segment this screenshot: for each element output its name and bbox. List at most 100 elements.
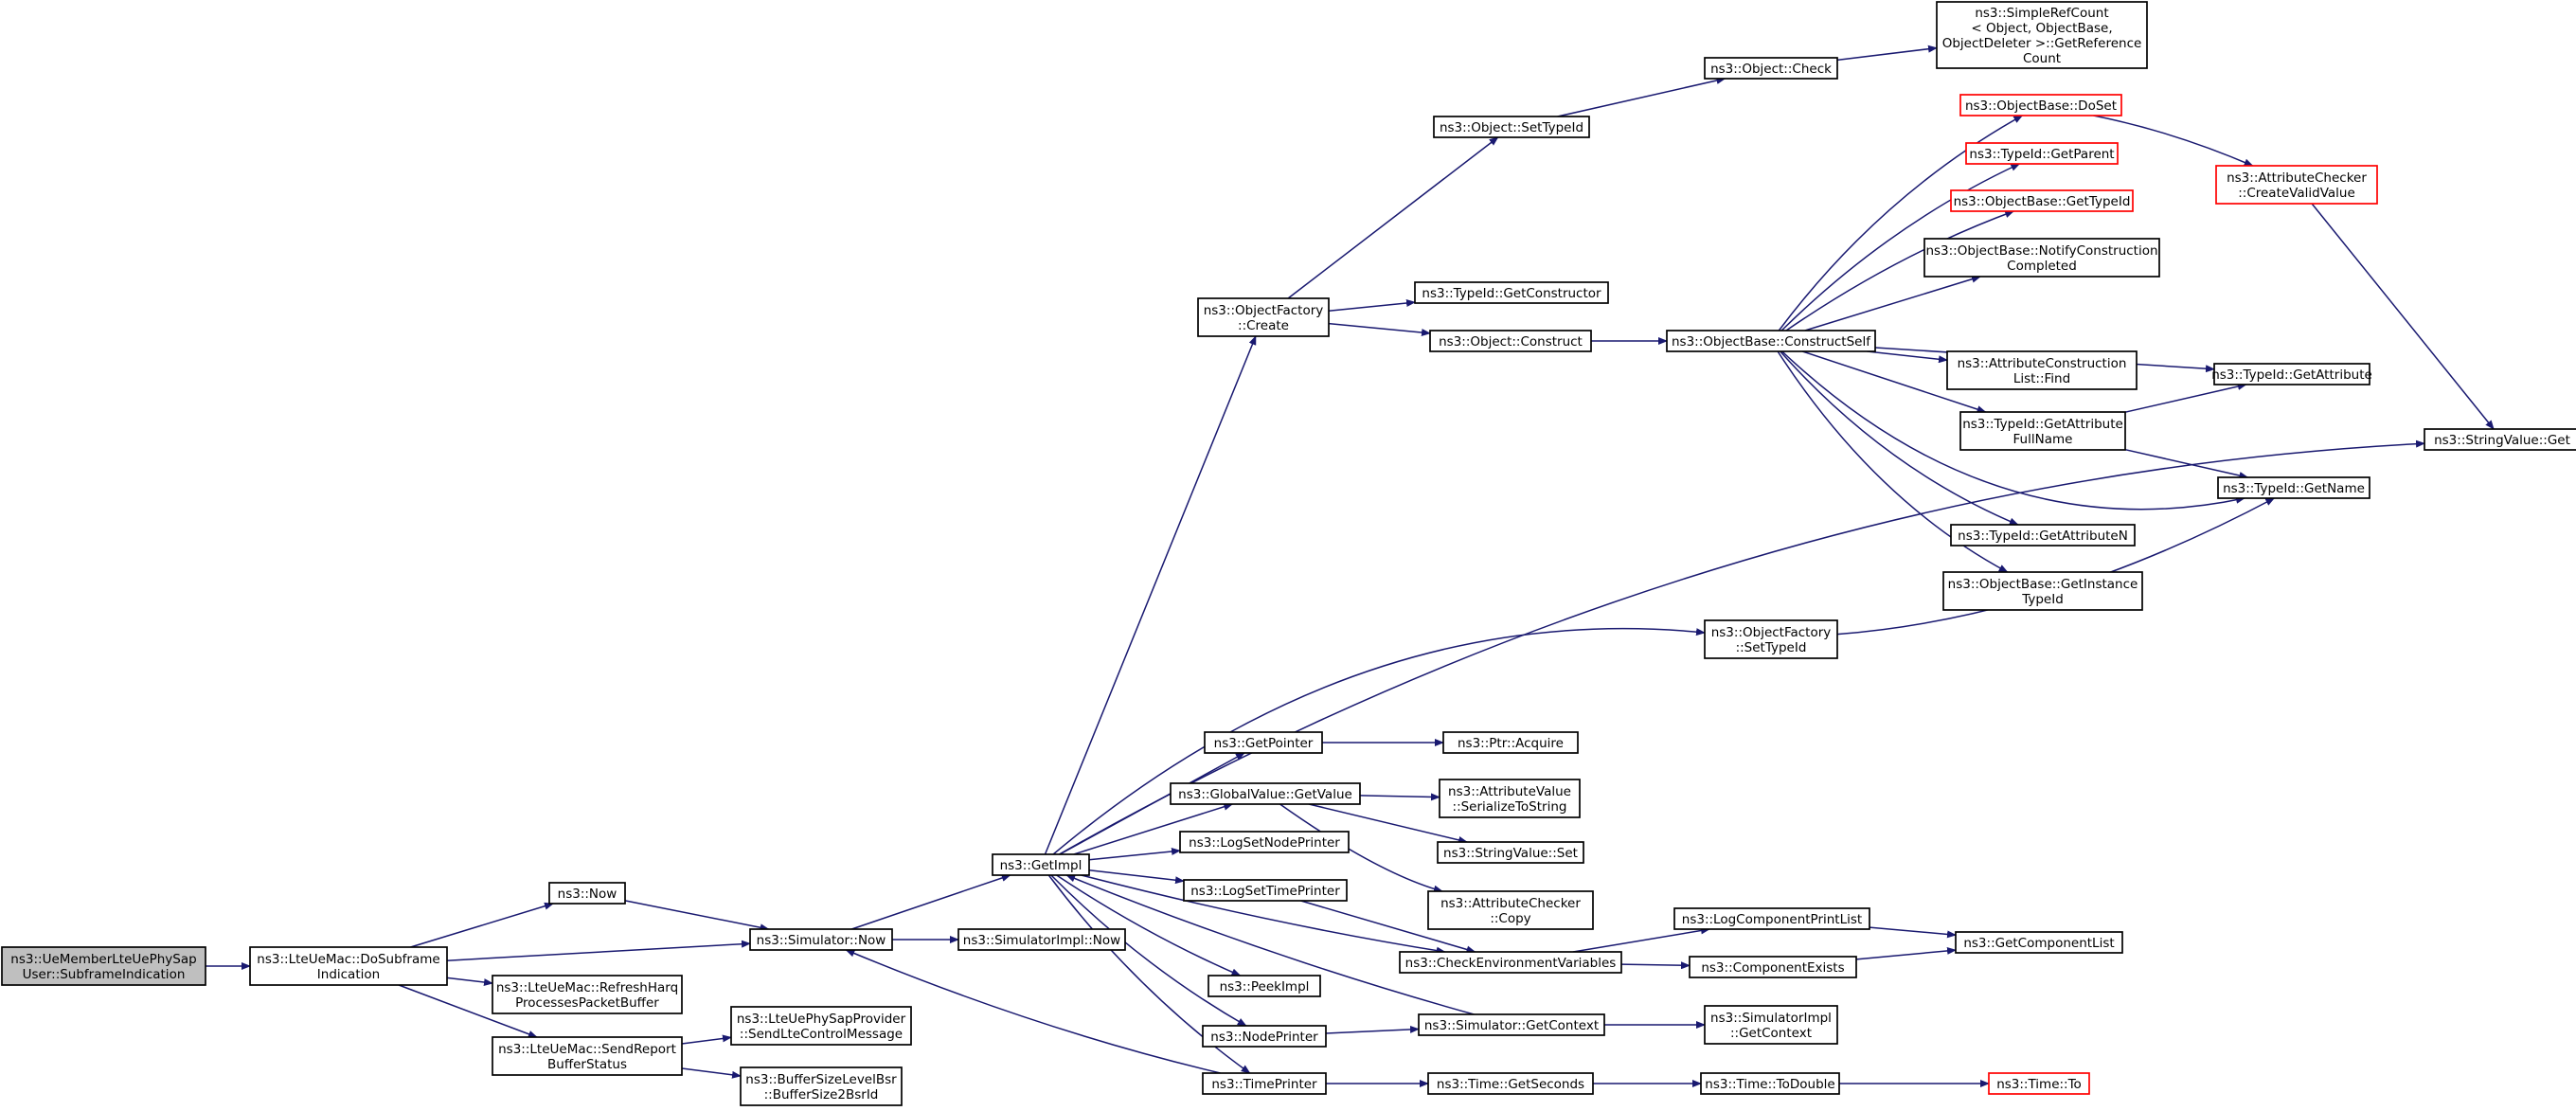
node-time_to_double[interactable]: ns3::Time::ToDouble xyxy=(1700,1072,1840,1095)
node-simimpl_get_context[interactable]: ns3::SimulatorImpl::GetContext xyxy=(1704,1005,1838,1045)
node-box xyxy=(1959,411,2126,451)
node-box xyxy=(1965,142,2119,165)
node-ptr_acquire[interactable]: ns3::Ptr::Acquire xyxy=(1442,731,1579,754)
node-label: ns3::AttributeChecker xyxy=(1440,896,1581,911)
node-box xyxy=(1427,890,1594,930)
node-node_printer[interactable]: ns3::NodePrinter xyxy=(1202,1025,1327,1048)
node-sv_set[interactable]: ns3::StringValue::Set xyxy=(1437,841,1584,864)
node-type_get_constructor[interactable]: ns3::TypeId::GetConstructor xyxy=(1414,281,1609,304)
edge-ob_construct_self-to-ob_notify xyxy=(1804,275,1981,332)
node-box xyxy=(1202,1072,1327,1095)
node-ob_construct_self[interactable]: ns3::ObjectBase::ConstructSelf xyxy=(1666,330,1876,352)
edge-simulator_now-to-get_impl xyxy=(851,874,1011,930)
node-gv_get_value[interactable]: ns3::GlobalValue::GetValue xyxy=(1170,782,1361,805)
node-subframe_indication[interactable]: ns3::UeMemberLteUePhySapUser::SubframeIn… xyxy=(1,946,206,986)
edge-type_get_attr_full-to-type_get_name xyxy=(2124,448,2249,479)
node-now[interactable]: ns3::Now xyxy=(548,882,626,905)
node-label: ns3::CheckEnvironmentVariables xyxy=(1405,956,1617,971)
node-buffer_size[interactable]: ns3::BufferSizeLevelBsr::BufferSize2BsrI… xyxy=(740,1066,903,1106)
node-obj_construct[interactable]: ns3::Object::Construct xyxy=(1429,330,1592,352)
node-log_set_time[interactable]: ns3::LogSetTimePrinter xyxy=(1183,879,1348,902)
node-box xyxy=(740,1066,903,1106)
edge-obj_check-to-simple_ref xyxy=(1836,45,1938,62)
edge-ob_construct_self-to-type_get_name xyxy=(1781,350,2245,511)
node-box xyxy=(548,882,626,905)
node-label: ::SetTypeId xyxy=(1736,640,1807,655)
node-box xyxy=(730,1006,912,1046)
edge-do_subframe_indication-to-refresh_harq xyxy=(446,977,493,987)
node-label: Completed xyxy=(2007,259,2077,274)
node-label: ns3::AttributeConstruction xyxy=(1958,356,2127,371)
node-label: ns3::LogComponentPrintList xyxy=(1682,912,1862,927)
node-get_pointer[interactable]: ns3::GetPointer xyxy=(1204,731,1323,754)
node-label: ns3::LogSetTimePrinter xyxy=(1190,884,1340,899)
node-ac_copy[interactable]: ns3::AttributeChecker::Copy xyxy=(1427,890,1594,930)
node-type_get_attribute[interactable]: ns3::TypeId::GetAttribute xyxy=(2211,363,2372,385)
node-label: ns3::TypeId::GetConstructor xyxy=(1422,286,1601,301)
node-time_get_seconds[interactable]: ns3::Time::GetSeconds xyxy=(1427,1072,1594,1095)
node-av_serialize[interactable]: ns3::AttributeValue::SerializeToString xyxy=(1439,779,1581,818)
node-label: ns3::Object::Check xyxy=(1710,62,1832,77)
node-of_set_type_id[interactable]: ns3::ObjectFactory::SetTypeId xyxy=(1704,619,1838,659)
node-label: TypeId xyxy=(2021,592,2064,607)
edge-of_create-to-type_get_constructor xyxy=(1328,299,1416,312)
node-box xyxy=(1437,841,1584,864)
edge-get_impl-to-peek_impl xyxy=(1056,874,1242,977)
node-obj_set_type_id[interactable]: ns3::Object::SetTypeId xyxy=(1433,116,1590,138)
node-of_create[interactable]: ns3::ObjectFactory::Create xyxy=(1197,297,1330,337)
node-ob_get_type_id[interactable]: ns3::ObjectBase::GetTypeId xyxy=(1950,189,2134,212)
node-refresh_harq[interactable]: ns3::LteUeMac::RefreshHarqProcessesPacke… xyxy=(492,975,683,1014)
node-box xyxy=(2215,165,2378,205)
node-log_comp_print[interactable]: ns3::LogComponentPrintList xyxy=(1673,907,1870,930)
node-ob_notify[interactable]: ns3::ObjectBase::NotifyConstructionCompl… xyxy=(1923,238,2160,278)
node-ob_do_set[interactable]: ns3::ObjectBase::DoSet xyxy=(1959,94,2122,116)
node-label: ns3::ObjectBase::NotifyConstruction xyxy=(1925,243,2157,259)
node-ac_create_valid[interactable]: ns3::AttributeChecker::CreateValidValue xyxy=(2215,165,2378,205)
node-peek_impl[interactable]: ns3::PeekImpl xyxy=(1208,975,1321,997)
node-sv_get[interactable]: ns3::StringValue::Get xyxy=(2424,428,2576,451)
edge-ob_construct_self-to-acl_find xyxy=(1867,350,1948,364)
node-time_to[interactable]: ns3::Time::To xyxy=(1988,1072,2090,1095)
node-label: ns3::Time::To xyxy=(1996,1077,2082,1092)
node-label: Indication xyxy=(317,967,380,982)
node-type_get_name[interactable]: ns3::TypeId::GetName xyxy=(2217,476,2370,499)
node-obj_check[interactable]: ns3::Object::Check xyxy=(1704,57,1838,80)
node-check_env[interactable]: ns3::CheckEnvironmentVariables xyxy=(1399,951,1622,974)
node-time_printer[interactable]: ns3::TimePrinter xyxy=(1202,1072,1327,1095)
edge-do_subframe_indication-to-now xyxy=(410,902,554,948)
node-type_get_attr_n[interactable]: ns3::TypeId::GetAttributeN xyxy=(1950,524,2136,547)
node-box xyxy=(957,928,1126,951)
node-box xyxy=(992,853,1090,876)
node-box xyxy=(1,946,206,986)
edge-ob_construct_self-to-type_get_attr_full xyxy=(1801,350,1987,413)
node-send_lte_control[interactable]: ns3::LteUePhySapProvider::SendLteControl… xyxy=(730,1006,912,1046)
node-simimpl_now[interactable]: ns3::SimulatorImpl::Now xyxy=(957,928,1126,951)
node-simulator_now[interactable]: ns3::Simulator::Now xyxy=(749,928,893,951)
edge-gv_get_value-to-sv_set xyxy=(1308,803,1468,844)
node-box xyxy=(2424,428,2576,451)
node-label: ns3::ObjectBase::GetInstance xyxy=(1948,577,2138,592)
node-simple_ref[interactable]: ns3::SimpleRefCount< Object, ObjectBase,… xyxy=(1936,1,2148,69)
edge-ob_construct_self-to-ob_get_type_id xyxy=(1785,210,2015,332)
node-label: ns3::Time::GetSeconds xyxy=(1437,1077,1584,1092)
node-box xyxy=(1666,330,1876,352)
node-label: ns3::AttributeValue xyxy=(1448,784,1571,799)
node-comp_exists[interactable]: ns3::ComponentExists xyxy=(1689,956,1857,978)
node-label: ns3::Now xyxy=(558,887,617,902)
node-get_component_list[interactable]: ns3::GetComponentList xyxy=(1955,931,2123,954)
node-log_set_node[interactable]: ns3::LogSetNodePrinter xyxy=(1179,831,1350,853)
node-sim_get_context[interactable]: ns3::Simulator::GetContext xyxy=(1418,1013,1605,1036)
edge-ob_do_set-to-ac_create_valid xyxy=(2093,115,2254,167)
edge-obj_set_type_id-to-obj_check xyxy=(1557,77,1726,117)
node-get_impl[interactable]: ns3::GetImpl xyxy=(992,853,1090,876)
node-label: ns3::TimePrinter xyxy=(1211,1077,1317,1092)
node-label: ns3::BufferSizeLevelBsr xyxy=(745,1072,897,1087)
node-label: < Object, ObjectBase, xyxy=(1971,21,2112,36)
node-label: ProcessesPacketBuffer xyxy=(515,995,659,1011)
node-type_get_parent[interactable]: ns3::TypeId::GetParent xyxy=(1965,142,2119,165)
